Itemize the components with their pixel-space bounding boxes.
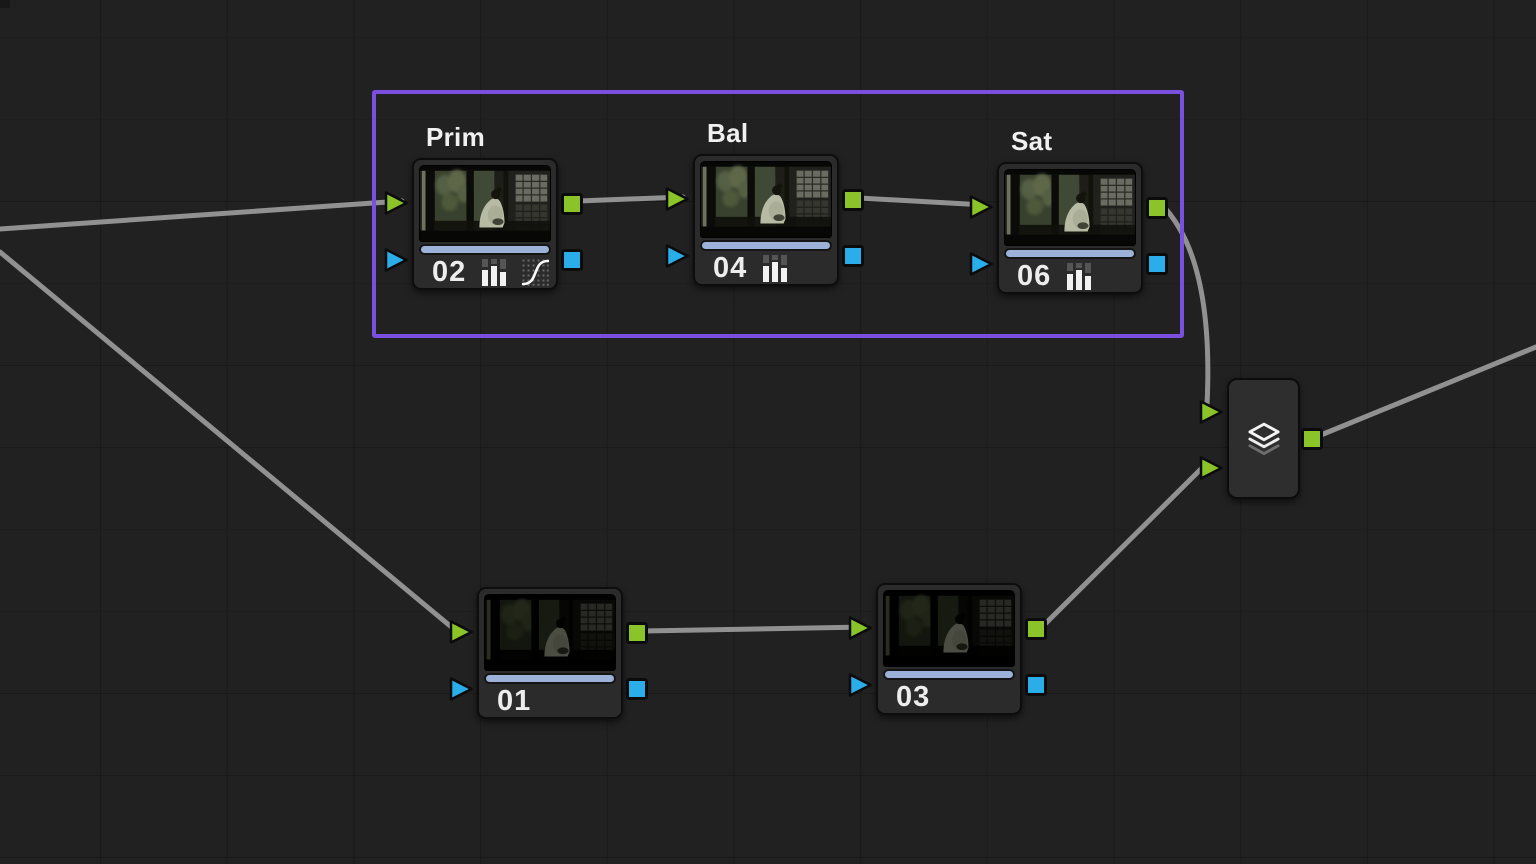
rgb-output-icon[interactable] [624,620,650,646]
key-input-icon[interactable] [664,243,690,269]
node-thumbnail [484,594,616,671]
rgb-output-icon[interactable] [1299,426,1325,452]
canvas-corner-artifact [0,0,10,8]
node-label: Bal [707,118,749,148]
node-number: 03 [896,681,931,713]
rgb-output-icon[interactable] [840,187,866,213]
layer-mixer-node[interactable] [1227,378,1300,499]
node-footer: 04 [695,252,837,284]
adjustment-bars-icon [1067,263,1091,290]
connection-wire[interactable] [0,198,405,232]
rgb-input-icon[interactable] [448,619,474,645]
node-thumbnail [883,590,1015,667]
corrector-node-06[interactable]: Sat 06 [997,126,1143,294]
custom-curves-icon [522,259,549,286]
key-output-icon[interactable] [1144,251,1170,277]
rgb-output-icon[interactable] [1023,616,1049,642]
key-output-icon[interactable] [840,243,866,269]
connection-wire[interactable] [640,624,869,634]
rgb-input-icon[interactable] [383,190,409,216]
connection-wire[interactable] [0,249,458,633]
key-input-icon[interactable] [383,247,409,273]
node-number: 02 [432,256,467,288]
key-input-icon[interactable] [968,251,994,277]
node-label: Sat [1011,126,1053,156]
node-number: 06 [1017,260,1052,292]
rgb-input-icon[interactable] [968,194,994,220]
connection-wire[interactable] [1160,203,1211,408]
key-input-icon[interactable] [847,672,873,698]
corrector-node-04[interactable]: Bal 04 [693,118,839,286]
node-thumbnail [700,161,832,238]
rgb-input-icon[interactable] [847,615,873,641]
key-output-icon[interactable] [1023,672,1049,698]
rgb-output-icon[interactable] [1144,195,1170,221]
key-input-icon[interactable] [448,676,474,702]
corrector-node-02[interactable]: Prim 02 [412,122,558,290]
rgb-input-icon[interactable] [664,186,690,212]
node-cache-bar [885,671,1013,678]
layers-icon [1247,422,1281,456]
node-number: 04 [713,252,748,284]
rgb-input-2-icon[interactable] [1198,455,1224,481]
node-cache-bar [702,242,830,249]
node-number: 01 [497,685,532,717]
rgb-input-1-icon[interactable] [1198,399,1224,425]
node-footer: 01 [479,685,621,717]
key-output-icon[interactable] [559,247,585,273]
corrector-node-01[interactable]: 01 [477,587,623,719]
node-label: Prim [426,122,486,152]
node-footer: 06 [999,260,1141,292]
node-thumbnail [419,165,551,242]
node-cache-bar [1006,250,1134,257]
rgb-output-icon[interactable] [559,191,585,217]
adjustment-bars-icon [482,259,506,286]
connection-wire[interactable] [575,194,686,204]
node-thumbnail [1004,169,1136,246]
node-footer: 02 [414,256,556,288]
connection-wire[interactable] [1039,463,1207,630]
adjustment-bars-icon [763,255,787,282]
connection-wire[interactable] [856,195,988,208]
key-output-icon[interactable] [624,676,650,702]
connection-wire[interactable] [1313,344,1536,440]
node-cache-bar [486,675,614,682]
corrector-node-03[interactable]: 03 [876,583,1022,715]
node-footer: 03 [878,681,1020,713]
node-cache-bar [421,246,549,253]
